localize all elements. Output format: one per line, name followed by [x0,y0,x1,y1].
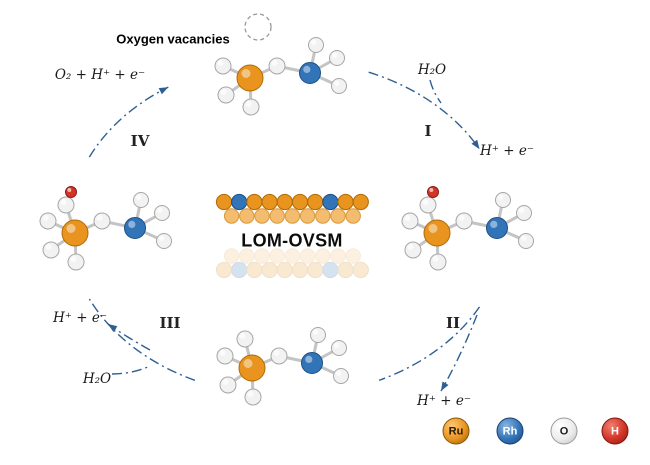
legend-label-o: O [559,425,569,437]
cycle-arc-iv [88,86,169,158]
legend-item-h: H [601,417,629,445]
h2o-input-top-label: H₂O [417,62,447,78]
mechanism-title: LOM-OVSM [241,230,343,251]
legend-item-o: O [550,417,578,445]
arrowhead-step-i [471,139,480,150]
arrowhead-step-iii [108,324,118,333]
cycle-arc-ii [378,306,481,381]
step-i-label: I [424,122,432,140]
lattice-reflection [215,248,369,279]
cycle-arc-i [368,71,481,150]
arrowhead-step-iv [158,87,169,95]
step-iv-label: IV [130,132,150,150]
legend-item-rh: Rh [496,417,524,445]
legend-label-h: H [611,425,619,437]
o2-product-label: O₂ + H⁺ + e⁻ [54,67,146,83]
arrow-proton-ii [440,314,478,392]
legend-label-rh: Rh [502,425,518,437]
h2o-inlet-bottom [111,365,151,375]
oxygen-vacancies-label: Oxygen vacancies [116,31,230,47]
proton-bottom-label: H⁺ + e⁻ [417,393,471,409]
molecule-top [213,36,348,117]
legend-label-ru: Ru [448,425,464,437]
step-iii-label: III [159,314,181,332]
oxygen-vacancy-circle [244,13,272,41]
step-ii-label: II [445,314,461,332]
legend-item-ru: Ru [442,417,470,445]
molecule-bottom [217,328,349,406]
molecule-left [40,187,172,271]
arrowhead-step-ii [441,381,449,391]
proton-left-label: H⁺ + e⁻ [53,310,107,326]
h2o-input-bottom-label: H₂O [82,371,112,387]
h2o-inlet-top [429,79,442,104]
proton-right-label: H⁺ + e⁻ [480,143,534,159]
lattice-surface [215,193,369,224]
cycle-arc-iii [88,298,196,381]
cycle-arrows [88,71,481,392]
molecule-right [402,187,534,271]
